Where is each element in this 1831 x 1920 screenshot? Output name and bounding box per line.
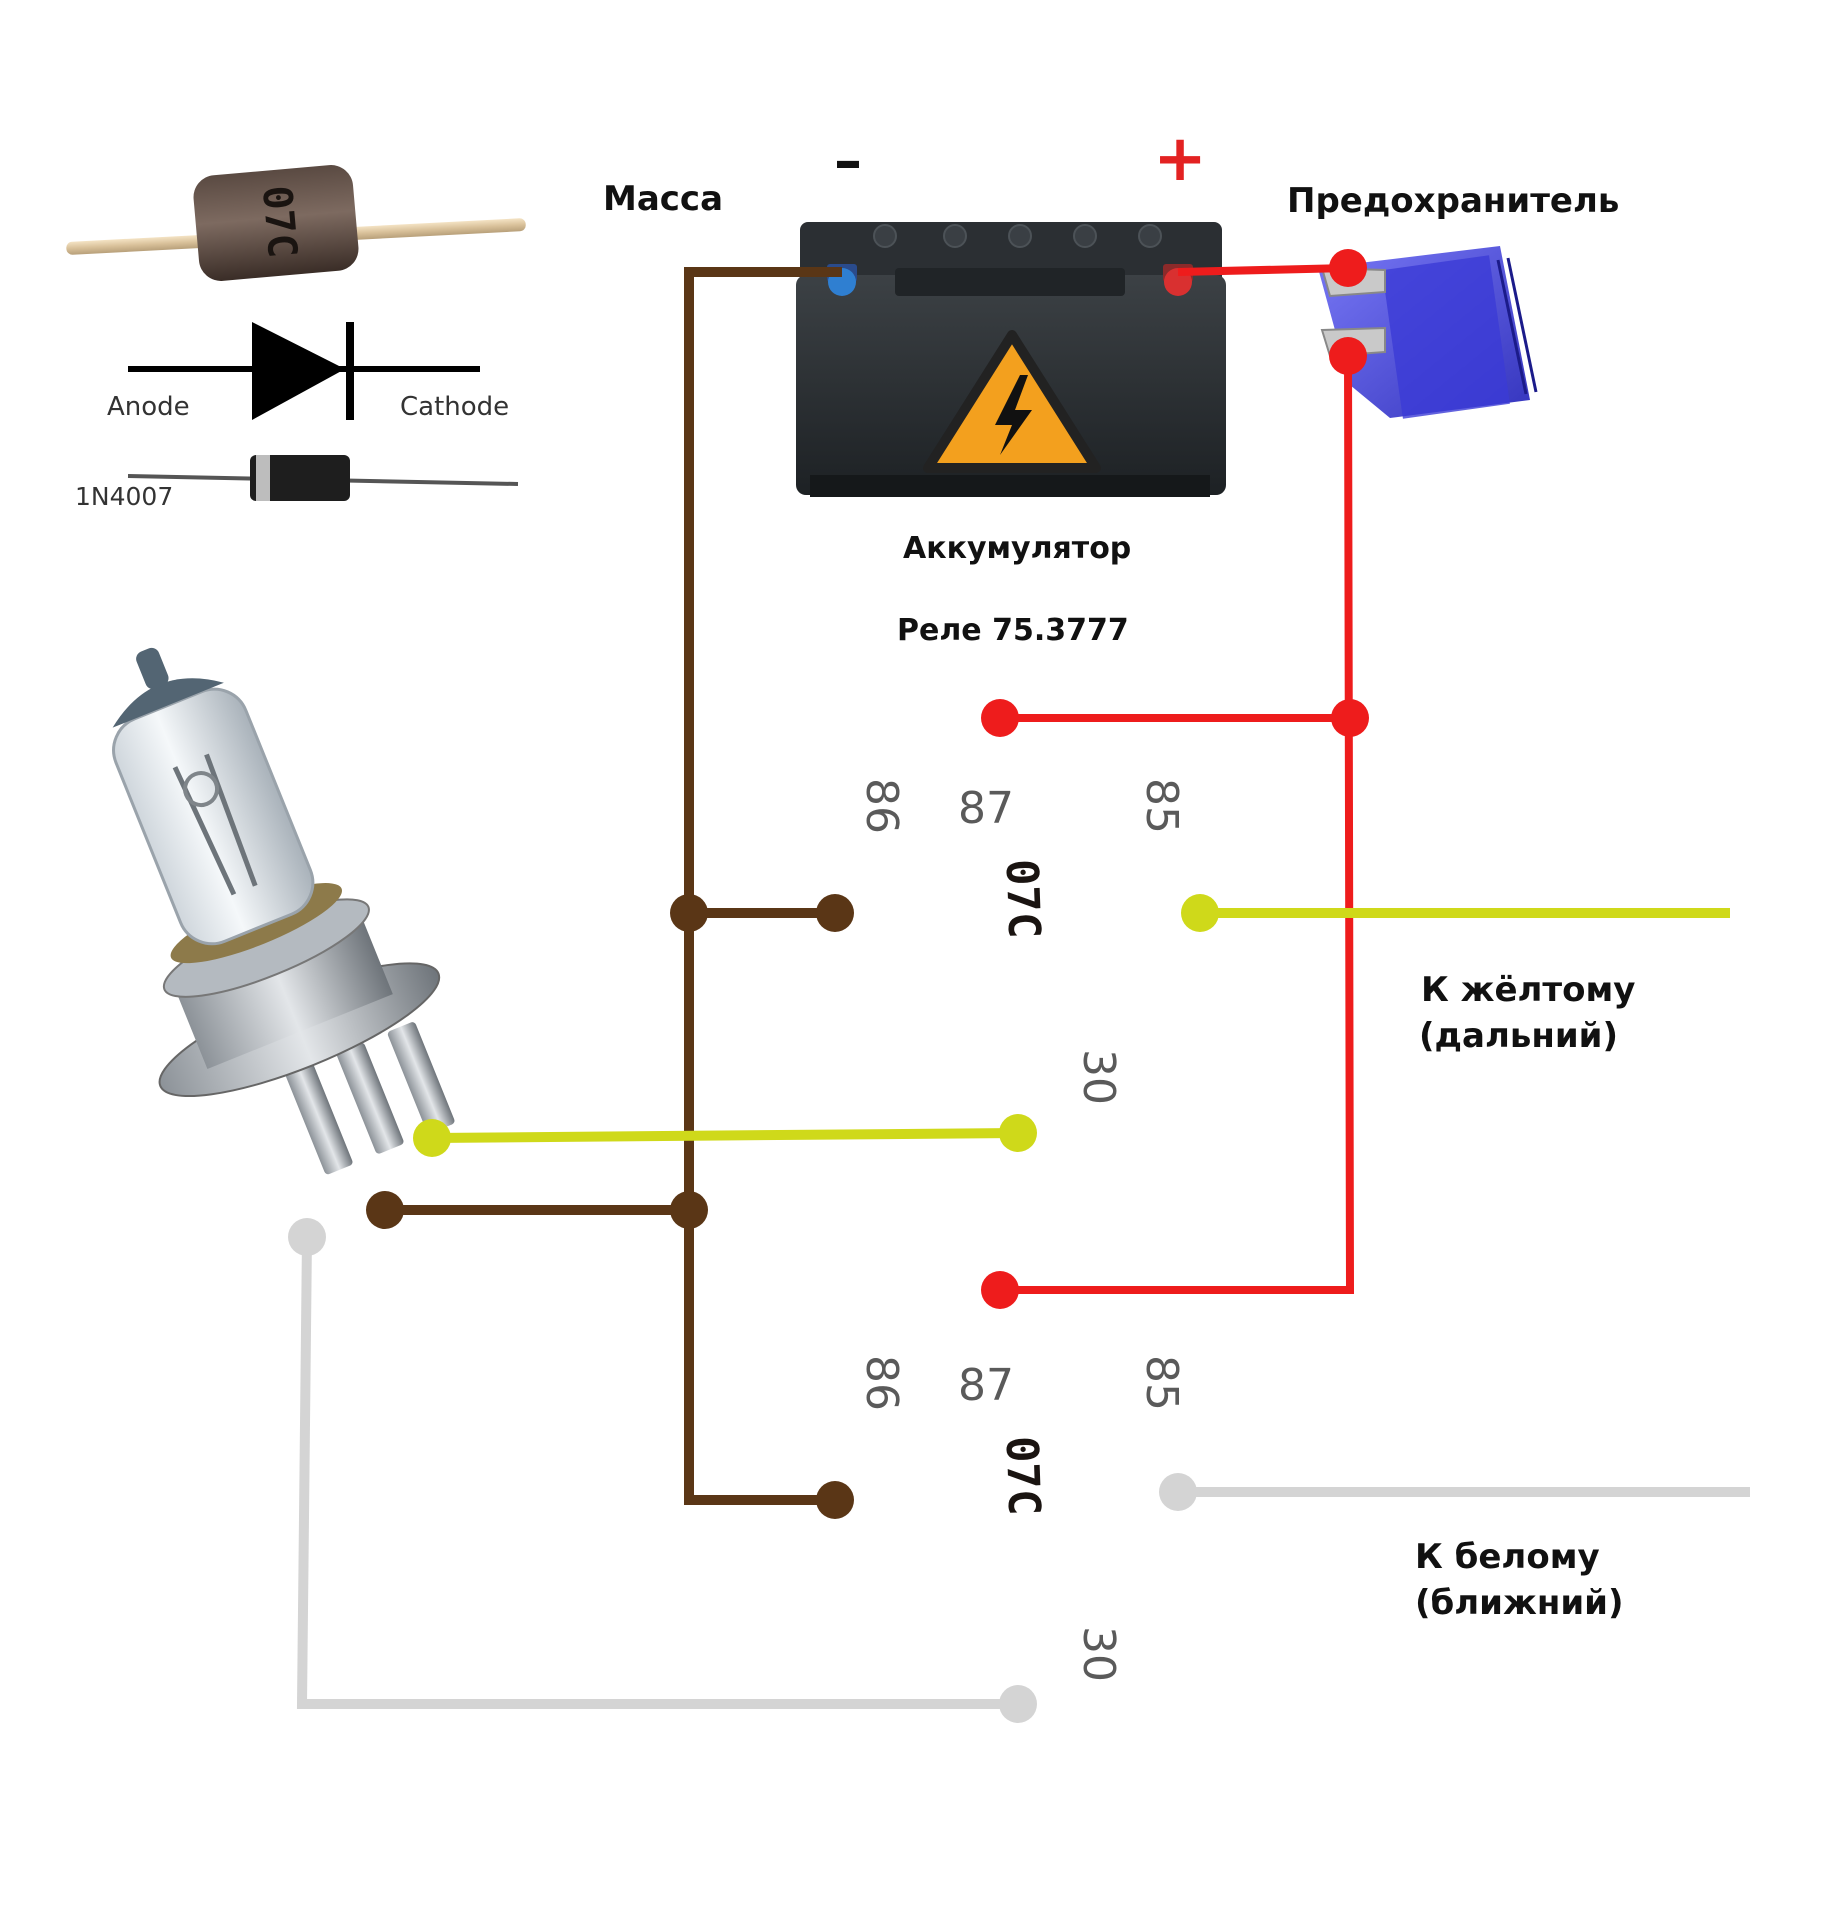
diode-symbol (128, 322, 480, 420)
anode-label: Anode (107, 392, 190, 422)
diode-photo-marking: 07C (253, 184, 305, 260)
yellow-wire-lamp (431, 1128, 1019, 1143)
relay-high-beam: 07C 86 85 87 30 (856, 778, 1187, 1105)
relay1-pin-30: 30 (1073, 1049, 1124, 1105)
relay2-pin-85: 85 (1136, 1355, 1187, 1411)
ground-branch-dot-1 (670, 894, 708, 932)
lamp-high-dot (413, 1119, 451, 1157)
plus-branch-dot (1331, 699, 1369, 737)
part-number-label: 1N4007 (75, 482, 173, 511)
relay1-85-dot (981, 699, 1019, 737)
relay2-30-dot (999, 1685, 1037, 1723)
relay2-86-dot (816, 1481, 854, 1519)
high-voltage-warning-icon (923, 330, 1101, 473)
relay1-86-dot (816, 894, 854, 932)
relay2-pin-30: 30 (1073, 1626, 1124, 1682)
ground-wire-main (684, 267, 842, 1505)
relay2-85-dot (981, 1271, 1019, 1309)
ground-wires (385, 267, 842, 1505)
relay2-pin-87: 87 (958, 1360, 1014, 1411)
battery-to-fuse-wire (1177, 264, 1349, 276)
to-yellow-label-2: (дальний) (1419, 1016, 1618, 1056)
relay-label: Реле 75.3777 (897, 613, 1129, 648)
relay1-pin-86: 86 (856, 778, 907, 834)
lamp-low-dot (288, 1218, 326, 1256)
relay2-87-dot (1159, 1473, 1197, 1511)
relay1-pin-87: 87 (958, 783, 1014, 834)
to-white-label-2: (ближний) (1415, 1583, 1624, 1623)
cathode-label: Cathode (400, 392, 509, 422)
minus-sign: – (834, 129, 862, 194)
diode-photo: 07C (66, 165, 526, 281)
junctions (288, 249, 1369, 1723)
relay2-pin-86: 86 (856, 1355, 907, 1411)
diode-1n4007-photo (127, 455, 519, 501)
ground-label: Масса (603, 179, 723, 219)
lamp-ground-dot (366, 1191, 404, 1229)
plus-sign: + (1153, 122, 1207, 196)
fuse-in-dot (1329, 249, 1367, 287)
fuse-out-dot (1329, 337, 1367, 375)
relay1-87-dot (1181, 894, 1219, 932)
fuse-label: Предохранитель (1287, 181, 1619, 221)
relay2-diode-marking: 07C (996, 1435, 1050, 1516)
h4-halogen-bulb-icon (112, 647, 455, 1175)
yellow-wires (431, 908, 1730, 1143)
white-wires (296, 1236, 1750, 1709)
plus-wires (1000, 264, 1355, 1294)
battery-label: Аккумулятор (903, 531, 1131, 566)
relay1-30-dot (999, 1114, 1037, 1152)
relay-low-beam: 07C 86 85 87 30 (856, 1355, 1187, 1682)
battery (796, 222, 1226, 497)
white-wire-lamp (296, 1236, 1018, 1709)
to-white-label-1: К белому (1415, 1537, 1600, 1577)
to-yellow-label-1: К жёлтому (1421, 970, 1635, 1010)
relay1-pin-85: 85 (1136, 778, 1187, 834)
fuse-to-relays-wire (1000, 355, 1355, 1294)
diode-legend: 07C Anode Cathode 1N4007 (66, 165, 526, 511)
ground-branch-dot-2 (670, 1191, 708, 1229)
relay1-diode-marking: 07C (996, 858, 1050, 939)
